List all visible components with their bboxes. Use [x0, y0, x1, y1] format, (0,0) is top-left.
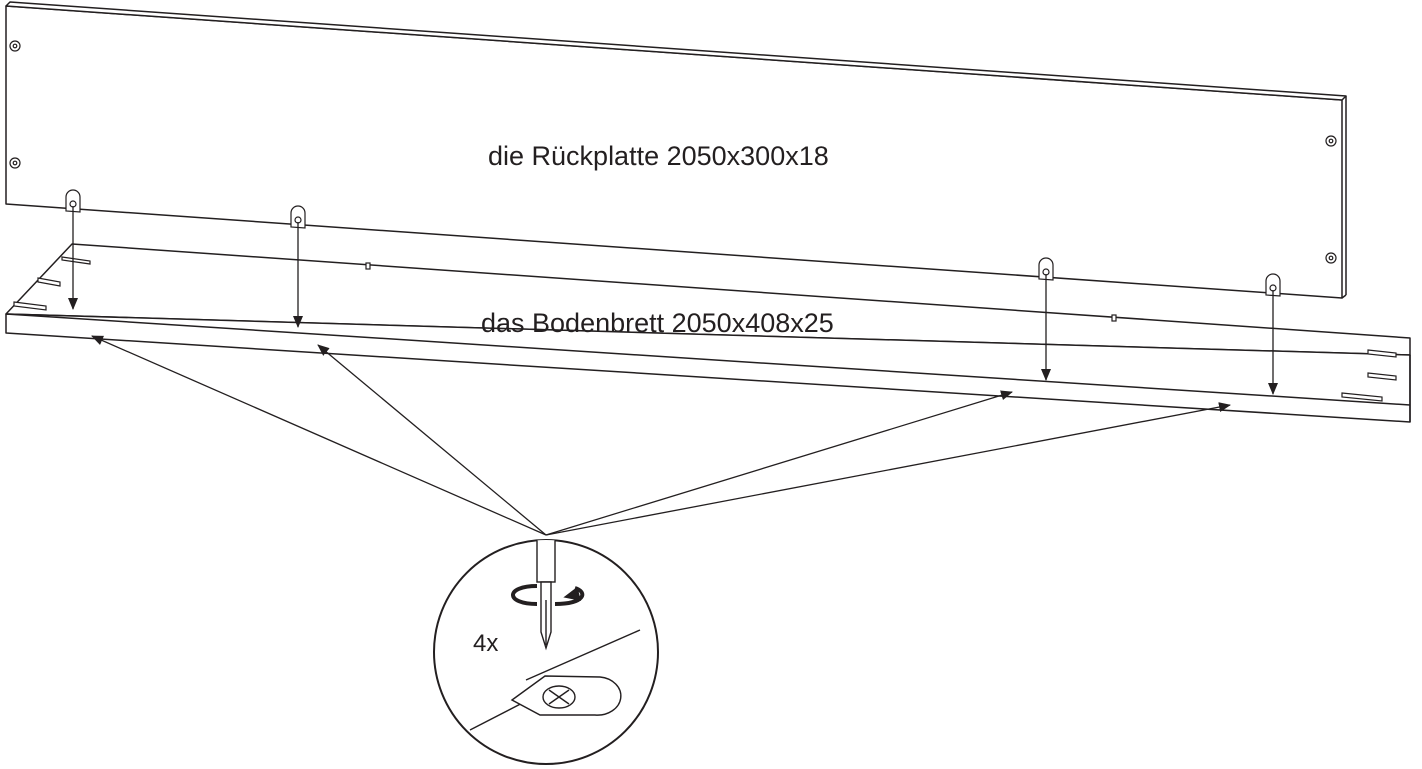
bottom-board	[5, 243, 1411, 423]
board-end-fittings	[13, 256, 1397, 402]
screw-count-label: 4x	[473, 630, 499, 657]
panel-fittings	[9, 40, 1337, 264]
back-panel	[5, 1, 1347, 299]
detail-content	[469, 540, 641, 731]
screw-head-icon	[542, 685, 576, 709]
panel-slot-fittings	[65, 189, 1281, 297]
rotation-arrow-icon	[511, 584, 585, 606]
back-panel-label: die Rückplatte 2050x300x18	[488, 141, 829, 171]
bottom-board-label: das Bodenbrett 2050x408x25	[481, 308, 834, 338]
detail-pointer-arrows	[91, 335, 1231, 536]
screwdriver-icon	[536, 540, 556, 651]
screw-insertion-arrows	[68, 206, 1278, 395]
